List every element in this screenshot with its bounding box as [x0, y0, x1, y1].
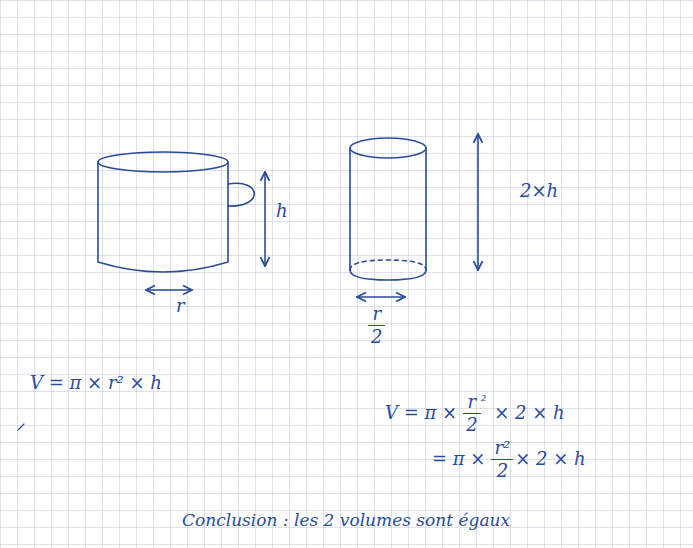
mug-rim — [98, 152, 228, 172]
handwritten-text: h — [276, 202, 288, 220]
handwritten-text: r — [176, 297, 185, 315]
fraction-bar — [368, 325, 385, 326]
mug-body — [98, 162, 228, 272]
cylinder-bottom — [350, 270, 426, 280]
fraction-bar — [463, 413, 480, 414]
handwritten-text: Conclusion : les 2 volumes sont égaux — [182, 512, 510, 529]
handwritten-text: V = π × — [385, 404, 457, 422]
handwritten-text: 2×h — [520, 182, 558, 200]
height-arrow — [264, 172, 266, 266]
cylinder-bottom-hidden — [350, 260, 426, 270]
height-arrow — [477, 134, 479, 270]
handwritten-text: r — [372, 305, 381, 323]
handwritten-text: r² — [494, 439, 510, 457]
handwritten-text: 2 — [371, 328, 382, 346]
handwritten-text: = π × — [432, 450, 485, 468]
handwritten-text: 2 — [497, 462, 508, 480]
handwritten-text: × 2 × h — [515, 450, 585, 468]
handwritten-text: 2 — [466, 416, 477, 434]
handwritten-text: ² — [481, 394, 487, 408]
cylinder-top — [350, 138, 426, 158]
radius-arrow — [357, 296, 405, 298]
pen-mark — [18, 424, 24, 430]
cylinder-side — [349, 148, 351, 270]
cylinder-side — [425, 148, 427, 270]
handwritten-text: V = π × r² × h — [30, 374, 162, 392]
mug-handle — [228, 183, 254, 206]
radius-arrow — [146, 289, 192, 291]
handwritten-text: r — [468, 393, 477, 411]
handwritten-text: × 2 × h — [494, 404, 564, 422]
fraction-bar — [491, 459, 513, 460]
